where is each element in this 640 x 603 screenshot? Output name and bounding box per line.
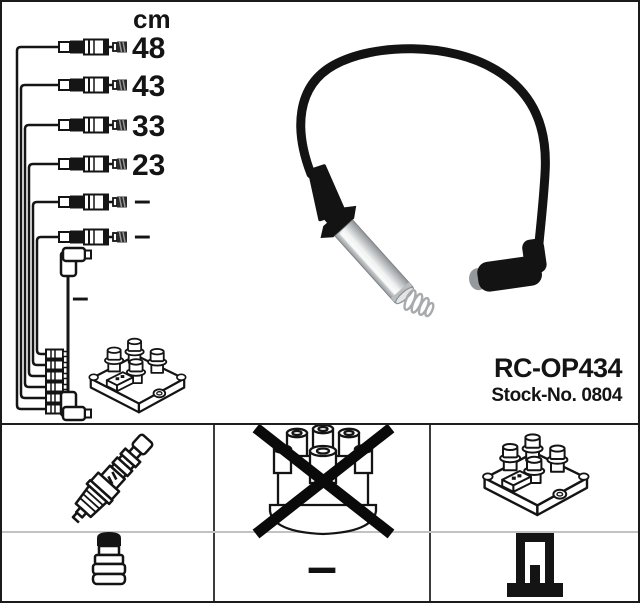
ignition-coil-pack-icon [481,433,590,517]
spark-plug-icon [71,433,154,524]
lead-row-2 [19,83,59,400]
part-number-block: RC-OP434 Stock-No. 0804 [491,353,623,407]
contact-spring [403,289,435,318]
lead-row-5 [31,200,59,367]
legend-grid-icons [71,425,590,597]
dash-symbol: – [306,537,338,597]
cross-out-x [252,425,395,539]
length-label-6: – [134,219,151,252]
grid-vertical-divider-1 [213,425,215,601]
grid-vertical-divider-2 [429,425,431,601]
lead-row-4 [27,162,59,378]
plug-connector-boot-icon [91,532,127,586]
part-number: RC-OP434 [493,353,623,383]
coil-pack-schematic-icon [88,337,187,414]
cable-wire [296,44,550,259]
length-label-4: 23 [132,149,165,182]
coil-link-lead: – [59,246,92,422]
angled-boot [469,238,547,292]
coil-link-length-label: – [72,281,89,314]
lead-length-diagram: cm 48 43 33 [15,4,550,422]
stock-number: Stock-No. 0804 [491,384,622,406]
lead-row-1 [15,45,59,411]
grid-top-border [2,423,638,425]
length-label-2: 43 [132,70,165,103]
length-label-3: 33 [132,110,165,143]
distributor-cap-crossed-out-icon [252,425,395,539]
ignition-cable-photo [296,44,550,318]
length-label-1: 48 [132,32,165,65]
length-label-5: – [134,184,151,217]
coil-terminal-icon [507,533,563,597]
lead-row-6 [35,235,59,356]
plug-connector-sleeve [319,202,435,318]
unit-header-label: cm [133,4,171,34]
lead-row-3 [23,123,59,389]
